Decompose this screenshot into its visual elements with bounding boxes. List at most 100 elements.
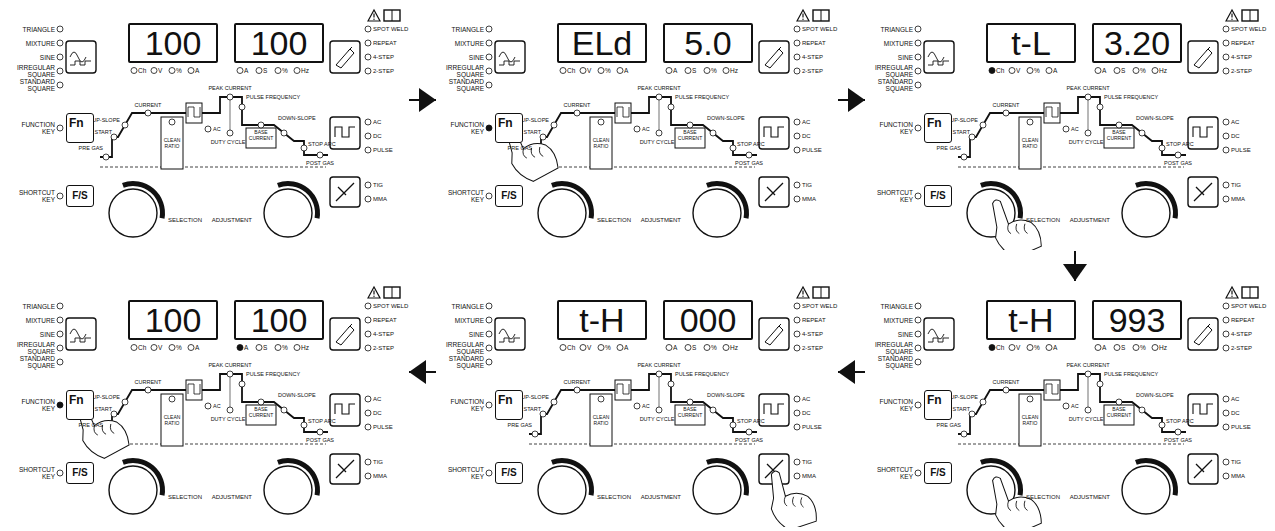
display-readout: 000 bbox=[680, 303, 737, 337]
parameter-led bbox=[258, 399, 264, 405]
panel-label: % bbox=[711, 67, 717, 74]
parameter-led bbox=[656, 407, 662, 413]
indicator-led bbox=[1095, 345, 1101, 351]
parameter-led bbox=[1116, 122, 1122, 128]
shortcut-key: F/S bbox=[66, 462, 94, 484]
clean-ratio-box bbox=[590, 394, 612, 446]
process-button bbox=[330, 177, 360, 207]
panel-label: Hz bbox=[1159, 344, 1167, 351]
indicator-led bbox=[486, 40, 492, 46]
base-current-box bbox=[246, 128, 276, 148]
clean-ratio-box bbox=[161, 394, 183, 446]
panel-label: ADJUSTMENT bbox=[1070, 217, 1110, 224]
panel-label: S bbox=[263, 67, 267, 74]
panel-label: UP-SLOPE bbox=[950, 117, 978, 123]
panel-label: TIG bbox=[802, 182, 812, 189]
panel-label: START bbox=[523, 129, 541, 135]
indicator-led bbox=[365, 317, 371, 323]
panel-label: PULSE bbox=[802, 147, 822, 154]
function-key: Fn bbox=[66, 113, 94, 143]
ac-wave bbox=[617, 384, 629, 394]
panel-label: SHORTCUT KEY bbox=[873, 189, 913, 203]
baseline bbox=[100, 167, 326, 168]
panel-label: FUNCTION KEY bbox=[17, 398, 55, 412]
manual-icon bbox=[813, 287, 829, 298]
tig-mma-icon bbox=[336, 183, 354, 201]
panel-label: TIG bbox=[1231, 459, 1241, 466]
manual-icon bbox=[1242, 10, 1258, 21]
left-display: t-H bbox=[557, 300, 647, 340]
indicator-led bbox=[365, 424, 371, 430]
indicator-led bbox=[794, 396, 800, 402]
control-panel: TRIANGLEMIXTURESINEIRREGULAR SQUARESTAND… bbox=[8, 5, 408, 250]
parameter-led bbox=[227, 407, 233, 413]
panel-label: TRIANGLE bbox=[880, 303, 913, 310]
panel-label: STANDARD SQUARE bbox=[440, 355, 484, 369]
parameter-led bbox=[1139, 130, 1145, 136]
panel-label: Hz bbox=[730, 67, 738, 74]
panel-label: REPEAT bbox=[373, 40, 397, 47]
indicator-led bbox=[560, 345, 566, 351]
key-label: Fn bbox=[498, 117, 513, 129]
indicator-led bbox=[723, 68, 729, 74]
panel-label: IRREGULAR SQUARE bbox=[440, 64, 484, 78]
indicator-led bbox=[1114, 345, 1120, 351]
indicator-led bbox=[237, 345, 243, 351]
panel-label: SHORTCUT KEY bbox=[444, 189, 484, 203]
ac-wave bbox=[188, 384, 200, 394]
panel-label: CURRENT bbox=[993, 379, 1020, 385]
indicator-led bbox=[617, 68, 623, 74]
panel-label: SPOT WELD bbox=[802, 303, 837, 310]
selection-knob bbox=[109, 189, 157, 237]
indicator-led bbox=[1223, 40, 1229, 46]
square-wave-icon bbox=[764, 404, 784, 414]
panel-label: SHORTCUT KEY bbox=[444, 466, 484, 480]
current-trace bbox=[100, 374, 328, 434]
warning-icon bbox=[1226, 10, 1238, 21]
panel-label: CLEAN RATIO bbox=[161, 415, 183, 426]
indicator-led bbox=[365, 40, 371, 46]
panel-label: AC bbox=[1231, 396, 1239, 403]
indicator-led bbox=[794, 40, 800, 46]
ac-wave bbox=[1046, 107, 1058, 117]
panel-label: MIXTURE bbox=[26, 40, 55, 47]
indicator-led bbox=[486, 317, 492, 323]
panel-label: TIG bbox=[373, 459, 383, 466]
panel-label: PEAK CURRENT bbox=[1066, 362, 1109, 368]
panel-label: SELECTION bbox=[168, 494, 202, 501]
parameter-led bbox=[656, 94, 662, 100]
panel-label: 4-STEP bbox=[373, 54, 394, 61]
display-readout: 3.20 bbox=[1104, 26, 1170, 60]
left-display: t-L bbox=[986, 23, 1076, 63]
parameter-led bbox=[1097, 381, 1103, 387]
indicator-led bbox=[915, 54, 921, 60]
indicator-led bbox=[1223, 68, 1229, 74]
waveform-button bbox=[66, 318, 96, 350]
panel-label: A bbox=[1102, 67, 1106, 74]
panel-label: DC bbox=[802, 410, 811, 417]
indicator-led bbox=[666, 68, 672, 74]
duty-cycle-line bbox=[1088, 100, 1089, 130]
torch-icon bbox=[1194, 324, 1212, 345]
parameter-led bbox=[1027, 396, 1033, 402]
trigger-mode-button bbox=[1188, 318, 1218, 350]
panel-label: SPOT WELD bbox=[1231, 26, 1266, 33]
display-readout: 100 bbox=[251, 303, 308, 337]
indicator-led bbox=[256, 345, 262, 351]
panel-label: SELECTION bbox=[597, 494, 631, 501]
indicator-led bbox=[915, 40, 921, 46]
process-button bbox=[330, 454, 360, 484]
parameter-led bbox=[145, 110, 151, 116]
torch-icon bbox=[1194, 47, 1212, 68]
panel-label: Ch bbox=[996, 344, 1004, 351]
panel-label: IRREGULAR SQUARE bbox=[11, 341, 55, 355]
function-key: Fn bbox=[924, 390, 952, 420]
panel-label: AC bbox=[1231, 119, 1239, 126]
left-display: ELd bbox=[557, 23, 647, 63]
ac-box bbox=[1044, 380, 1060, 400]
torch-icon bbox=[336, 324, 354, 345]
key-label: F/S bbox=[501, 468, 517, 478]
parameter-led bbox=[1063, 403, 1069, 409]
warning-mark bbox=[802, 14, 803, 18]
panel-label: PEAK CURRENT bbox=[208, 85, 251, 91]
